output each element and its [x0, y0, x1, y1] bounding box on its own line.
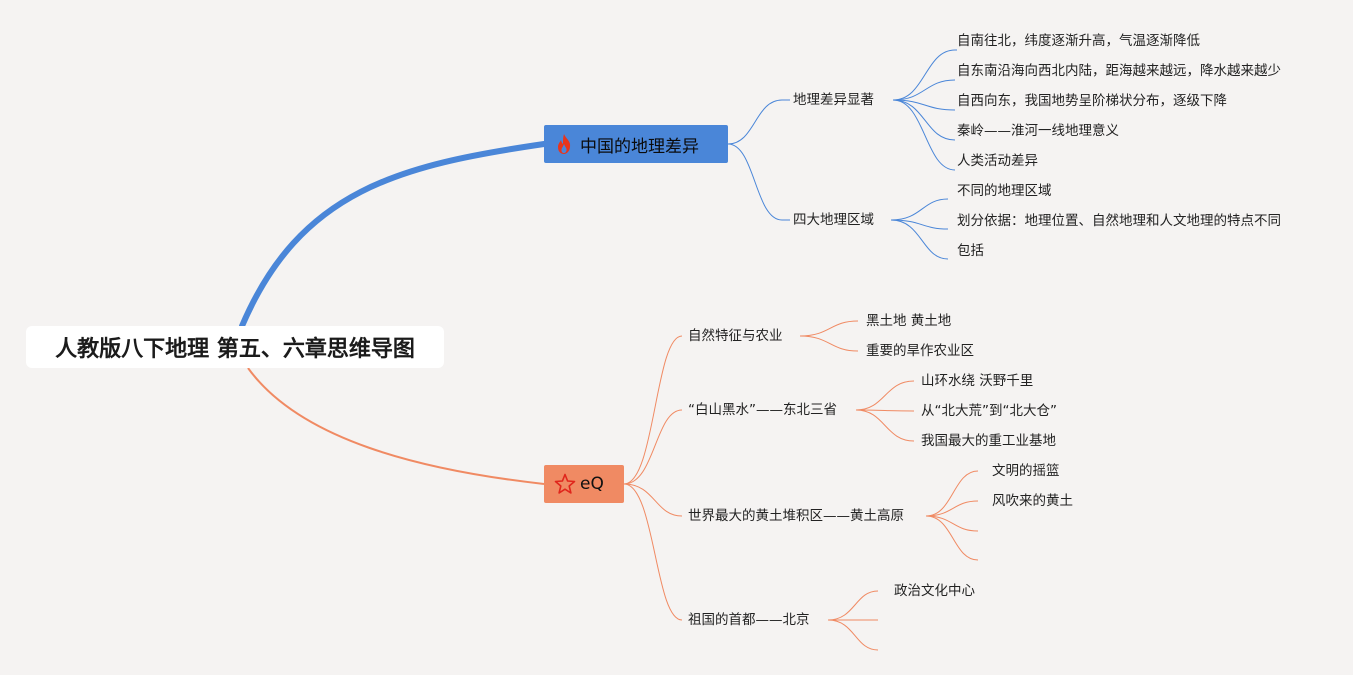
leaf-diff-3[interactable]: 自西向东，我国地势呈阶梯状分布，逐级下降	[957, 93, 1227, 109]
leaf-diff-2[interactable]: 自东南沿海向西北内陆，距海越来越远，降水越来越少	[957, 63, 1281, 79]
leaf-diff-4[interactable]: 秦岭——淮河一线地理意义	[957, 123, 1119, 139]
leaf-nature-2[interactable]: 重要的旱作农业区	[866, 343, 974, 359]
branch-china-topic[interactable]: 中国的地理差异	[544, 125, 728, 163]
subtopic-nature-agri[interactable]: 自然特征与农业	[688, 328, 783, 344]
leaf-northeast-2[interactable]: 从“北大荒”到“北大仓”	[921, 403, 1057, 419]
branch-eq-label: eQ	[580, 474, 604, 494]
leaf-loess-2[interactable]: 风吹来的黄土	[992, 493, 1073, 509]
subtopic-loess[interactable]: 世界最大的黄土堆积区——黄土高原	[688, 508, 904, 524]
leaf-regions-3[interactable]: 包括	[957, 243, 984, 259]
subtopic-geo-diff[interactable]: 地理差异显著	[793, 92, 874, 108]
leaf-loess-1[interactable]: 文明的摇篮	[992, 463, 1060, 479]
fire-icon	[554, 133, 574, 155]
subtopic-beijing[interactable]: 祖国的首都——北京	[688, 612, 810, 628]
root-label: 人教版八下地理 第五、六章思维导图	[55, 337, 415, 362]
star-icon	[554, 473, 576, 495]
branch-eq-topic[interactable]: eQ	[544, 465, 624, 503]
root-to-china-link	[239, 141, 547, 329]
root-topic[interactable]: 人教版八下地理 第五、六章思维导图	[26, 326, 444, 368]
branch-china-label: 中国的地理差异	[580, 136, 699, 157]
root-to-eq-link	[247, 367, 545, 485]
leaf-beijing-1[interactable]: 政治文化中心	[894, 583, 975, 599]
leaf-northeast-1[interactable]: 山环水绕 沃野千里	[921, 373, 1034, 389]
leaf-diff-5[interactable]: 人类活动差异	[957, 153, 1038, 169]
leaf-nature-1[interactable]: 黑土地 黄土地	[866, 313, 952, 329]
leaf-northeast-3[interactable]: 我国最大的重工业基地	[921, 433, 1056, 449]
leaf-diff-1[interactable]: 自南往北，纬度逐渐升高，气温逐渐降低	[957, 33, 1200, 49]
subtopic-northeast[interactable]: “白山黑水”——东北三省	[688, 402, 837, 418]
leaf-regions-2[interactable]: 划分依据：地理位置、自然地理和人文地理的特点不同	[957, 213, 1281, 229]
subtopic-four-regions[interactable]: 四大地理区域	[793, 212, 874, 228]
eq-sub-links	[623, 320, 979, 651]
china-sub-links	[727, 49, 957, 260]
leaf-regions-1[interactable]: 不同的地理区域	[957, 183, 1052, 199]
